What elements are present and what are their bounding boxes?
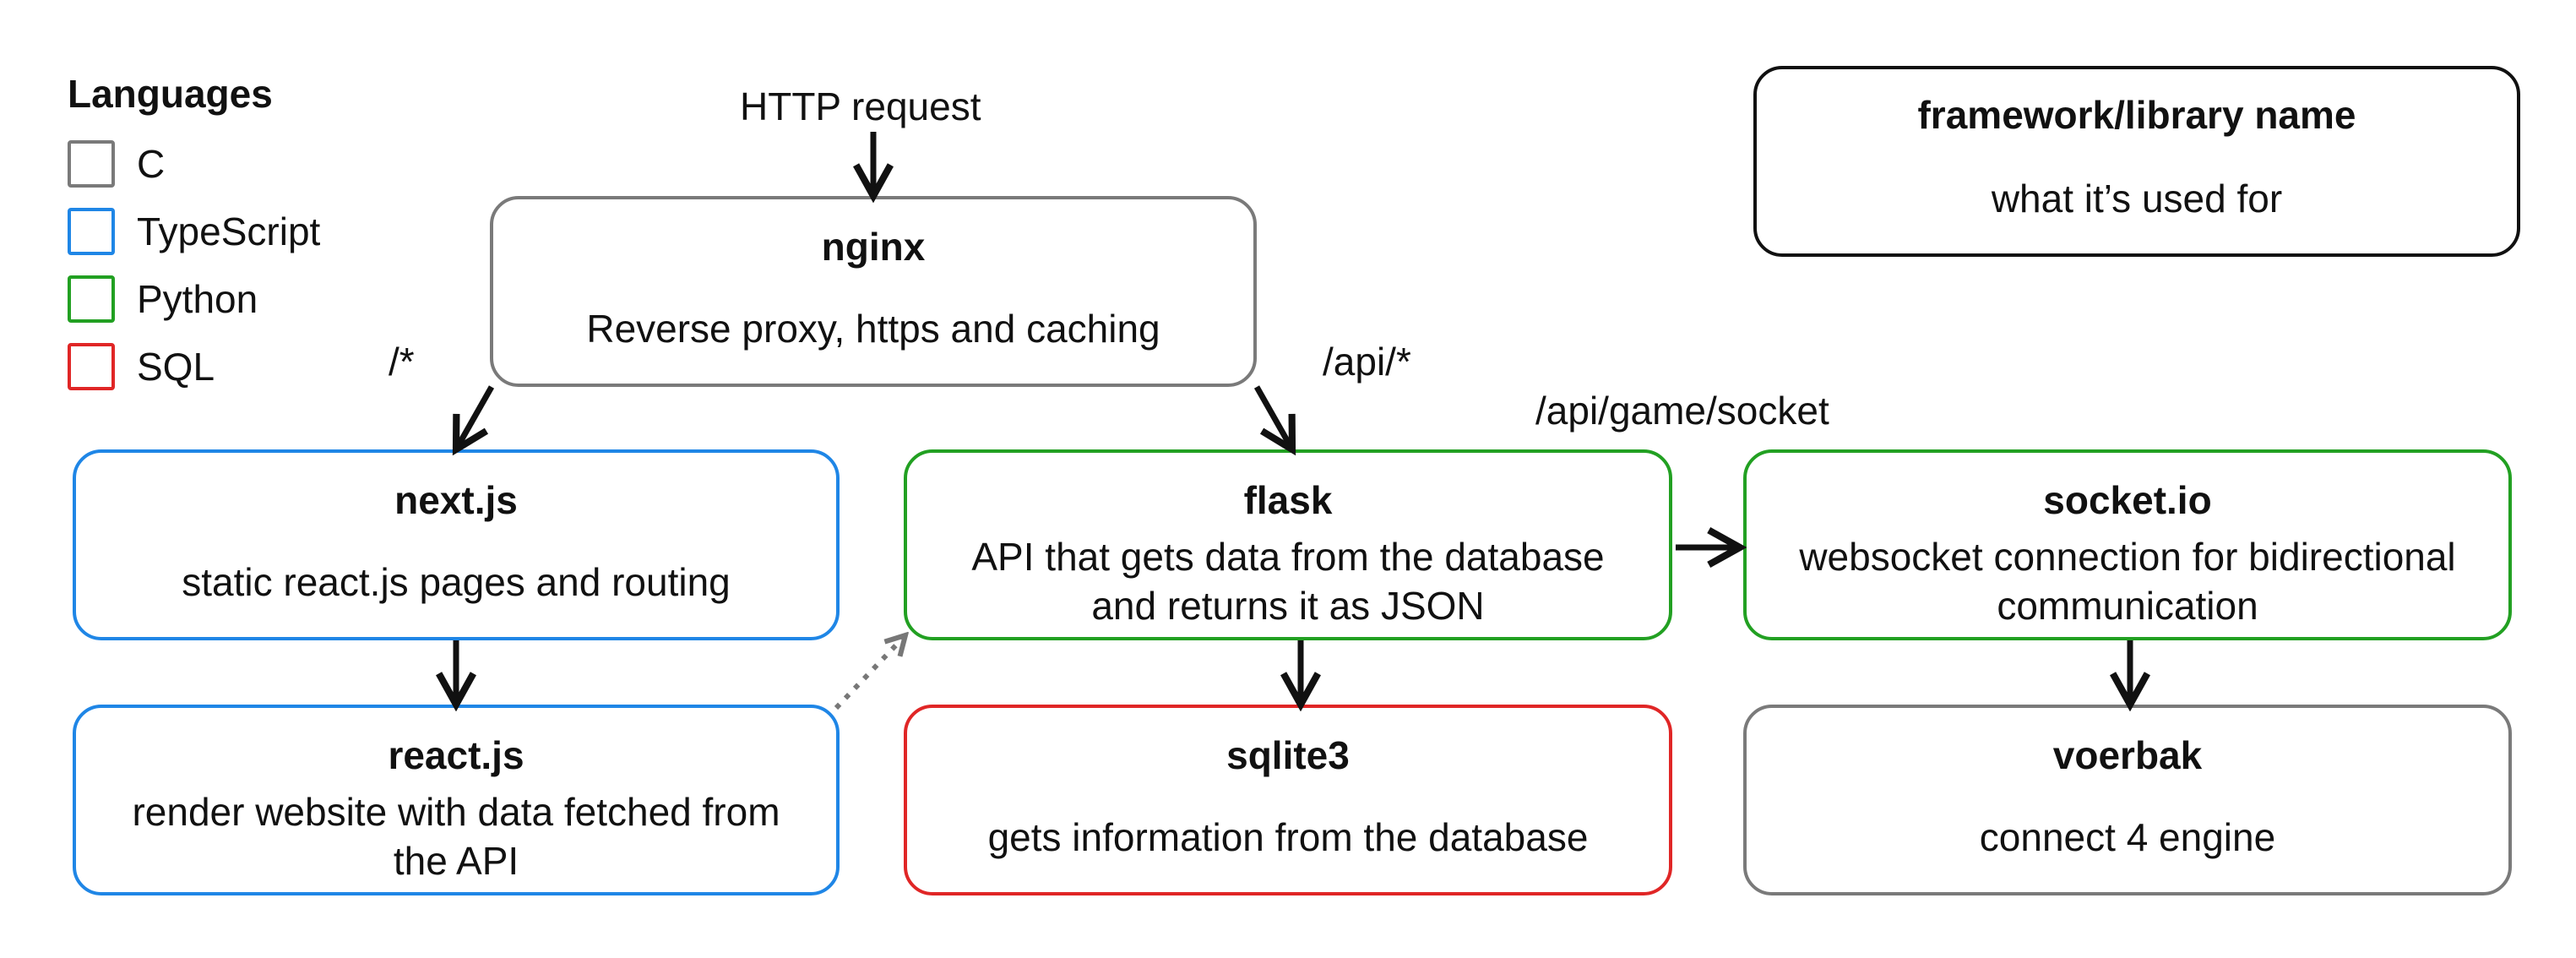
node-voerbak-title: voerbak (2052, 733, 2203, 777)
legend-label-typescript: TypeScript (137, 210, 321, 253)
node-socketio-desc-line2: communication (1997, 584, 2258, 628)
node-sqlite3-desc: gets information from the database (987, 815, 1589, 859)
node-socketio-desc-line1: websocket connection for bidirectional (1799, 535, 2456, 579)
node-nextjs-desc: static react.js pages and routing (182, 560, 731, 604)
node-nginx-title: nginx (821, 225, 926, 269)
key-box: framework/library name what it’s used fo… (1753, 66, 2520, 257)
key-box-desc: what it’s used for (1991, 177, 2283, 220)
node-voerbak-desc: connect 4 engine (1979, 815, 2276, 859)
legend-swatch-typescript (68, 208, 115, 255)
legend-label-python: Python (137, 277, 258, 321)
node-flask-desc-line2: and returns it as JSON (1091, 584, 1485, 628)
node-nginx: nginx Reverse proxy, https and caching (490, 196, 1257, 387)
node-reactjs: react.js render website with data fetche… (73, 705, 840, 895)
node-flask-title: flask (1243, 478, 1333, 522)
legend-swatch-python (68, 275, 115, 323)
edge-label-root: /* (389, 340, 415, 384)
node-flask: flask API that gets data from the databa… (904, 449, 1672, 640)
node-reactjs-desc-line1: render website with data fetched from (132, 790, 780, 834)
edge-label-api: /api/* (1323, 340, 1411, 384)
node-nginx-desc: Reverse proxy, https and caching (586, 307, 1160, 351)
node-reactjs-title: react.js (388, 733, 524, 777)
edge-label-socket: /api/game/socket (1535, 389, 1829, 433)
node-sqlite3: sqlite3 gets information from the databa… (904, 705, 1672, 895)
legend-swatch-c (68, 140, 115, 188)
node-socketio-title: socket.io (2043, 478, 2212, 522)
legend-swatch-sql (68, 343, 115, 390)
arrow-reactjs-to-flask-dotted (834, 635, 905, 710)
arrow-nginx-to-flask (1253, 385, 1292, 449)
legend-title: Languages (68, 72, 273, 116)
http-request-label: HTTP request (740, 84, 981, 128)
node-flask-desc-line1: API that gets data from the database (971, 535, 1605, 579)
node-voerbak: voerbak connect 4 engine (1743, 705, 2512, 895)
arrow-nginx-to-nextjs (456, 385, 495, 449)
node-socketio: socket.io websocket connection for bidir… (1743, 449, 2512, 640)
key-box-title: framework/library name (1917, 93, 2356, 137)
legend-label-c: C (137, 142, 166, 186)
legend-label-sql: SQL (137, 345, 215, 389)
node-nextjs-title: next.js (394, 478, 518, 522)
node-sqlite3-title: sqlite3 (1226, 733, 1350, 777)
node-reactjs-desc-line2: the API (393, 839, 519, 883)
